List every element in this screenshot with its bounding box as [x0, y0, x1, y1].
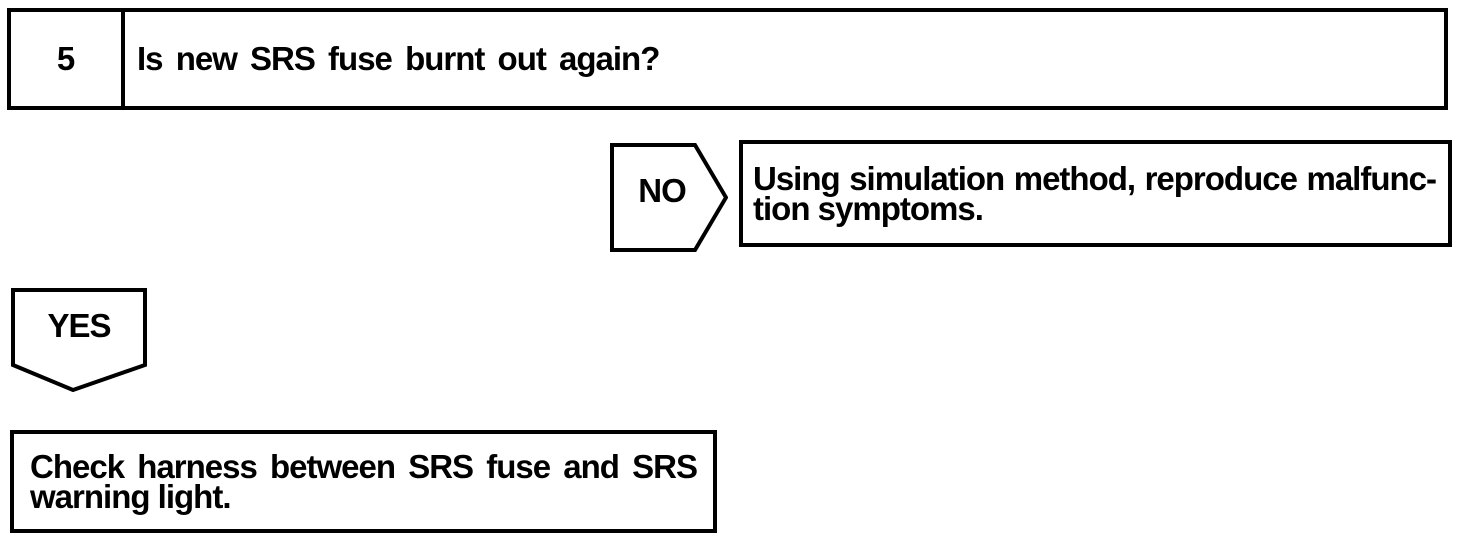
step-number-cell: 5 [11, 12, 125, 106]
step-question-box: 5 Is new SRS fuse burnt out again? [7, 8, 1448, 110]
step-number: 5 [56, 40, 76, 77]
no-action-line1: Using simulation method, reproduce malfu… [753, 160, 1437, 197]
no-action-box: Using simulation method, reproduce malfu… [739, 140, 1452, 247]
no-action-line2: tion symptoms. [753, 190, 984, 227]
step-question-text: Is new SRS fuse burnt out again? [137, 40, 660, 77]
yes-connector-label: YES [47, 307, 111, 344]
yes-pentagon-icon [11, 288, 147, 392]
no-connector: NO [610, 143, 728, 252]
no-pentagon-icon [610, 143, 728, 252]
yes-action-line1: Check harness between SRS fuse and SRS [30, 448, 698, 485]
yes-action-line2: warning light. [30, 478, 231, 515]
yes-connector: YES [11, 288, 147, 392]
yes-action-box: Check harness between SRS fuse and SRS w… [10, 430, 717, 533]
no-connector-label: NO [638, 172, 687, 209]
